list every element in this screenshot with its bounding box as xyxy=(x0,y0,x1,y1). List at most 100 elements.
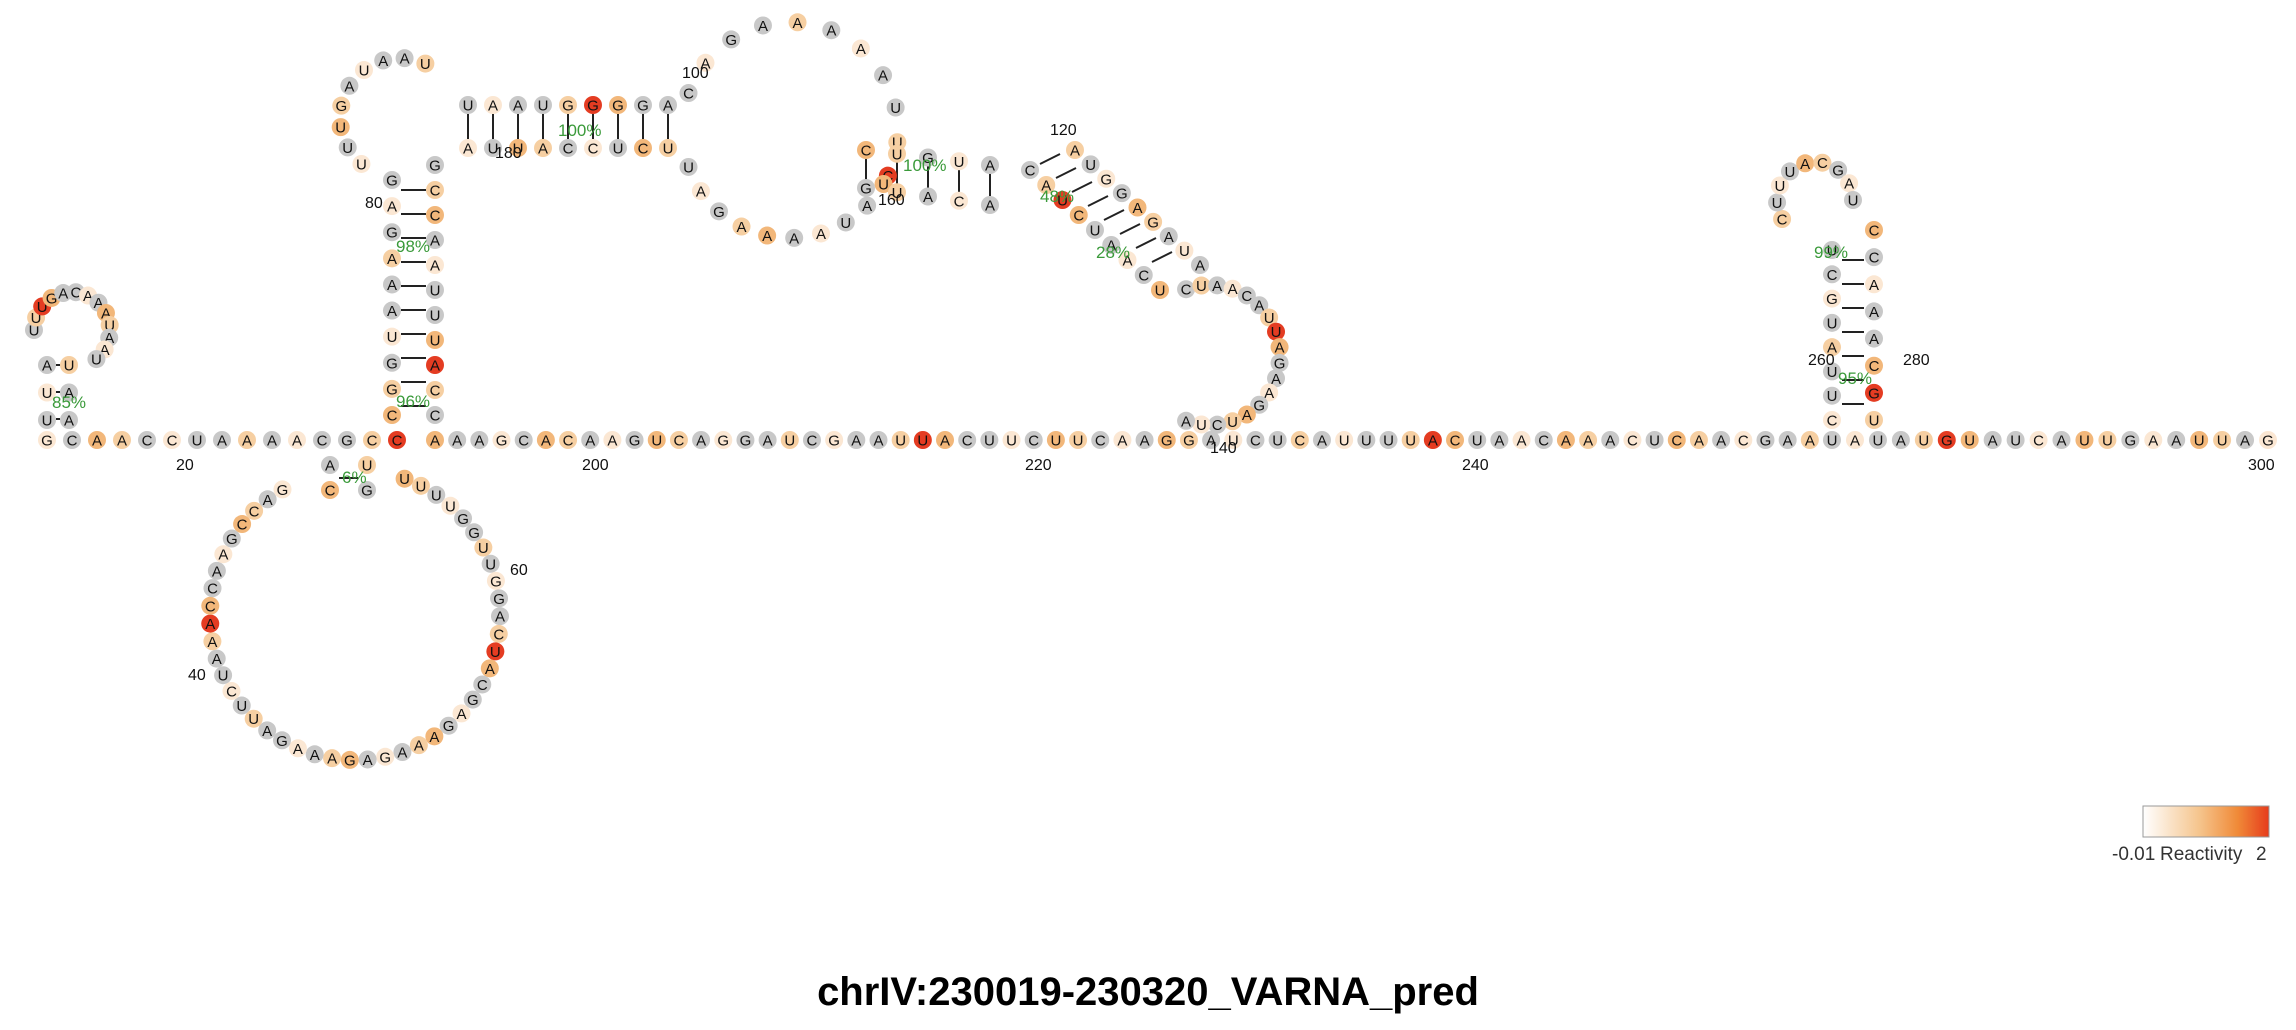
nucleotide-circle xyxy=(1770,176,1789,195)
nucleotide-letter: U xyxy=(430,333,441,350)
pairing-percentage: 48% xyxy=(1040,187,1074,206)
nucleotide-circle xyxy=(60,356,78,374)
nucleotide-letter: G xyxy=(740,433,752,450)
nucleotide: A xyxy=(238,431,256,450)
nucleotide-circle xyxy=(332,96,351,115)
nucleotide: C xyxy=(1208,415,1227,434)
nucleotide-letter: A xyxy=(923,189,933,206)
nucleotide-letter: U xyxy=(416,478,427,495)
nucleotide-circle xyxy=(383,406,401,424)
nucleotide-letter: A xyxy=(1605,433,1615,450)
nucleotide-circle xyxy=(886,98,905,117)
nucleotide-circle xyxy=(958,431,977,449)
nucleotide: C xyxy=(203,579,222,598)
nucleotide-circle xyxy=(352,154,371,173)
nucleotide-circle xyxy=(188,431,206,449)
nucleotide-circle xyxy=(463,690,482,709)
nucleotide: G xyxy=(559,96,577,115)
nucleotide: C xyxy=(1177,280,1196,299)
nucleotide: A xyxy=(1223,279,1242,298)
nucleotide-letter: U xyxy=(1073,433,1084,450)
nucleotide: U xyxy=(1053,191,1072,210)
nucleotide: A xyxy=(207,649,226,668)
pairing-percentage: 98% xyxy=(396,237,430,256)
nucleotide-letter: U xyxy=(878,177,889,194)
nucleotide-letter: A xyxy=(2171,433,2181,450)
nucleotide: U xyxy=(486,642,505,661)
nucleotide-circle xyxy=(489,624,508,643)
nucleotide: U xyxy=(331,118,350,137)
nucleotide-letter: G xyxy=(335,98,347,115)
nucleotide: G xyxy=(584,96,602,115)
nucleotide-letter: A xyxy=(878,68,888,85)
nucleotide-letter: C xyxy=(1212,417,1223,434)
nucleotide-circle xyxy=(1734,431,1753,449)
nucleotide-circle xyxy=(484,139,502,157)
nucleotide: A xyxy=(1840,174,1859,193)
nucleotide-circle xyxy=(634,139,652,157)
nucleotide-letter: G xyxy=(276,733,288,750)
nucleotide: U xyxy=(1914,431,1933,450)
nucleotide: U xyxy=(1175,241,1194,260)
nucleotide-letter: A xyxy=(940,433,950,450)
nucleotide-letter: C xyxy=(1869,358,1880,375)
nucleotide-letter: A xyxy=(205,616,215,633)
nucleotide-circle xyxy=(1177,280,1196,299)
nucleotide-letter: A xyxy=(1242,407,1252,424)
nucleotide-circle xyxy=(113,431,131,449)
nucleotide: A xyxy=(263,431,281,450)
nucleotide: G xyxy=(383,223,401,242)
nucleotide-circle xyxy=(273,480,292,499)
nucleotide-circle xyxy=(609,139,627,157)
nucleotide: A xyxy=(305,745,324,764)
nucleotide: A xyxy=(659,96,677,115)
nucleotide-circle xyxy=(888,183,906,202)
nucleotide-circle xyxy=(1246,431,1265,449)
nucleotide: U xyxy=(888,183,906,202)
nucleotide-circle xyxy=(490,607,509,626)
position-label: 300 xyxy=(2248,457,2275,474)
nucleotide-circle xyxy=(409,736,428,755)
nucleotide-letter: A xyxy=(207,634,217,651)
nucleotide-circle xyxy=(87,350,106,369)
nucleotide-circle xyxy=(321,456,339,474)
position-label: 220 xyxy=(1025,457,1052,474)
nucleotide: A xyxy=(88,431,106,450)
nucleotide-circle xyxy=(802,431,821,449)
nucleotide: G xyxy=(609,96,627,115)
position-label: 120 xyxy=(1050,122,1077,139)
nucleotide-letter: U xyxy=(1196,417,1207,434)
nucleotide-circle xyxy=(869,431,888,449)
nucleotide-letter: U xyxy=(954,154,965,171)
nucleotide-letter: U xyxy=(683,159,694,176)
nucleotide-letter: A xyxy=(1117,433,1127,450)
nucleotide: G xyxy=(1097,169,1116,188)
nucleotide-letter: C xyxy=(367,433,378,450)
nucleotide: U xyxy=(1081,155,1100,174)
nucleotide: G xyxy=(736,431,755,450)
nucleotide-circle xyxy=(222,529,241,548)
nucleotide-letter: A xyxy=(1228,281,1238,298)
nucleotide: U xyxy=(1268,431,1287,450)
nucleotide-letter: G xyxy=(467,692,479,709)
nucleotide: A xyxy=(425,727,444,746)
nucleotide-letter: A xyxy=(1694,433,1704,450)
nucleotide-letter: G xyxy=(828,433,840,450)
nucleotide-circle xyxy=(358,750,377,769)
nucleotide-letter: C xyxy=(1817,155,1828,172)
nucleotide-circle xyxy=(1179,431,1198,449)
nucleotide-circle xyxy=(874,66,893,85)
nucleotide-circle xyxy=(426,406,444,424)
nucleotide-circle xyxy=(383,223,401,242)
nucleotide: C xyxy=(1534,431,1553,450)
nucleotide: A xyxy=(1800,431,1819,450)
nucleotide-letter: U xyxy=(1383,433,1394,450)
nucleotide-circle xyxy=(465,523,484,542)
nucleotide: A xyxy=(696,53,715,72)
nucleotide-circle xyxy=(340,750,359,769)
nucleotide: C xyxy=(473,675,492,694)
nucleotide-circle xyxy=(38,383,56,402)
nucleotide-circle xyxy=(214,545,233,564)
nucleotide-letter: A xyxy=(93,295,103,312)
